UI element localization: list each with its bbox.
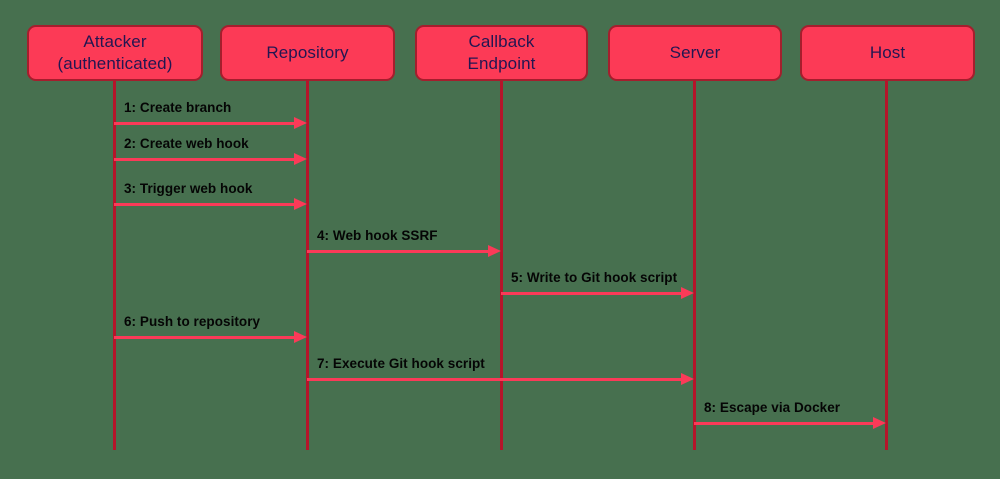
lifeline-host (885, 81, 888, 450)
message-arrowhead-2 (294, 153, 307, 165)
message-line-1 (114, 122, 296, 125)
message-line-3 (114, 203, 296, 206)
message-line-8 (694, 422, 875, 425)
message-arrowhead-1 (294, 117, 307, 129)
message-label-2: 2: Create web hook (124, 136, 249, 151)
message-line-4 (307, 250, 490, 253)
participant-attacker[interactable]: Attacker (authenticated) (27, 25, 203, 81)
message-arrowhead-3 (294, 198, 307, 210)
message-arrowhead-4 (488, 245, 501, 257)
message-label-8: 8: Escape via Docker (704, 400, 841, 415)
message-line-2 (114, 158, 296, 161)
message-label-7: 7: Execute Git hook script (317, 356, 485, 371)
message-line-5 (501, 292, 683, 295)
message-arrowhead-7 (681, 373, 694, 385)
message-line-6 (114, 336, 296, 339)
message-arrowhead-6 (294, 331, 307, 343)
participant-host[interactable]: Host (800, 25, 975, 81)
message-label-4: 4: Web hook SSRF (317, 228, 438, 243)
message-arrowhead-8 (873, 417, 886, 429)
lifeline-attacker (113, 81, 116, 450)
message-line-7 (307, 378, 683, 381)
lifeline-repository (306, 81, 309, 450)
message-label-6: 6: Push to repository (124, 314, 261, 329)
message-arrowhead-5 (681, 287, 694, 299)
participant-callback-endpoint[interactable]: Callback Endpoint (415, 25, 588, 81)
lifeline-callback-endpoint (500, 81, 503, 450)
participant-repository[interactable]: Repository (220, 25, 395, 81)
message-label-1: 1: Create branch (124, 100, 232, 115)
participant-server[interactable]: Server (608, 25, 782, 81)
lifeline-server (693, 81, 696, 450)
message-label-5: 5: Write to Git hook script (511, 270, 678, 285)
message-label-3: 3: Trigger web hook (124, 181, 253, 196)
